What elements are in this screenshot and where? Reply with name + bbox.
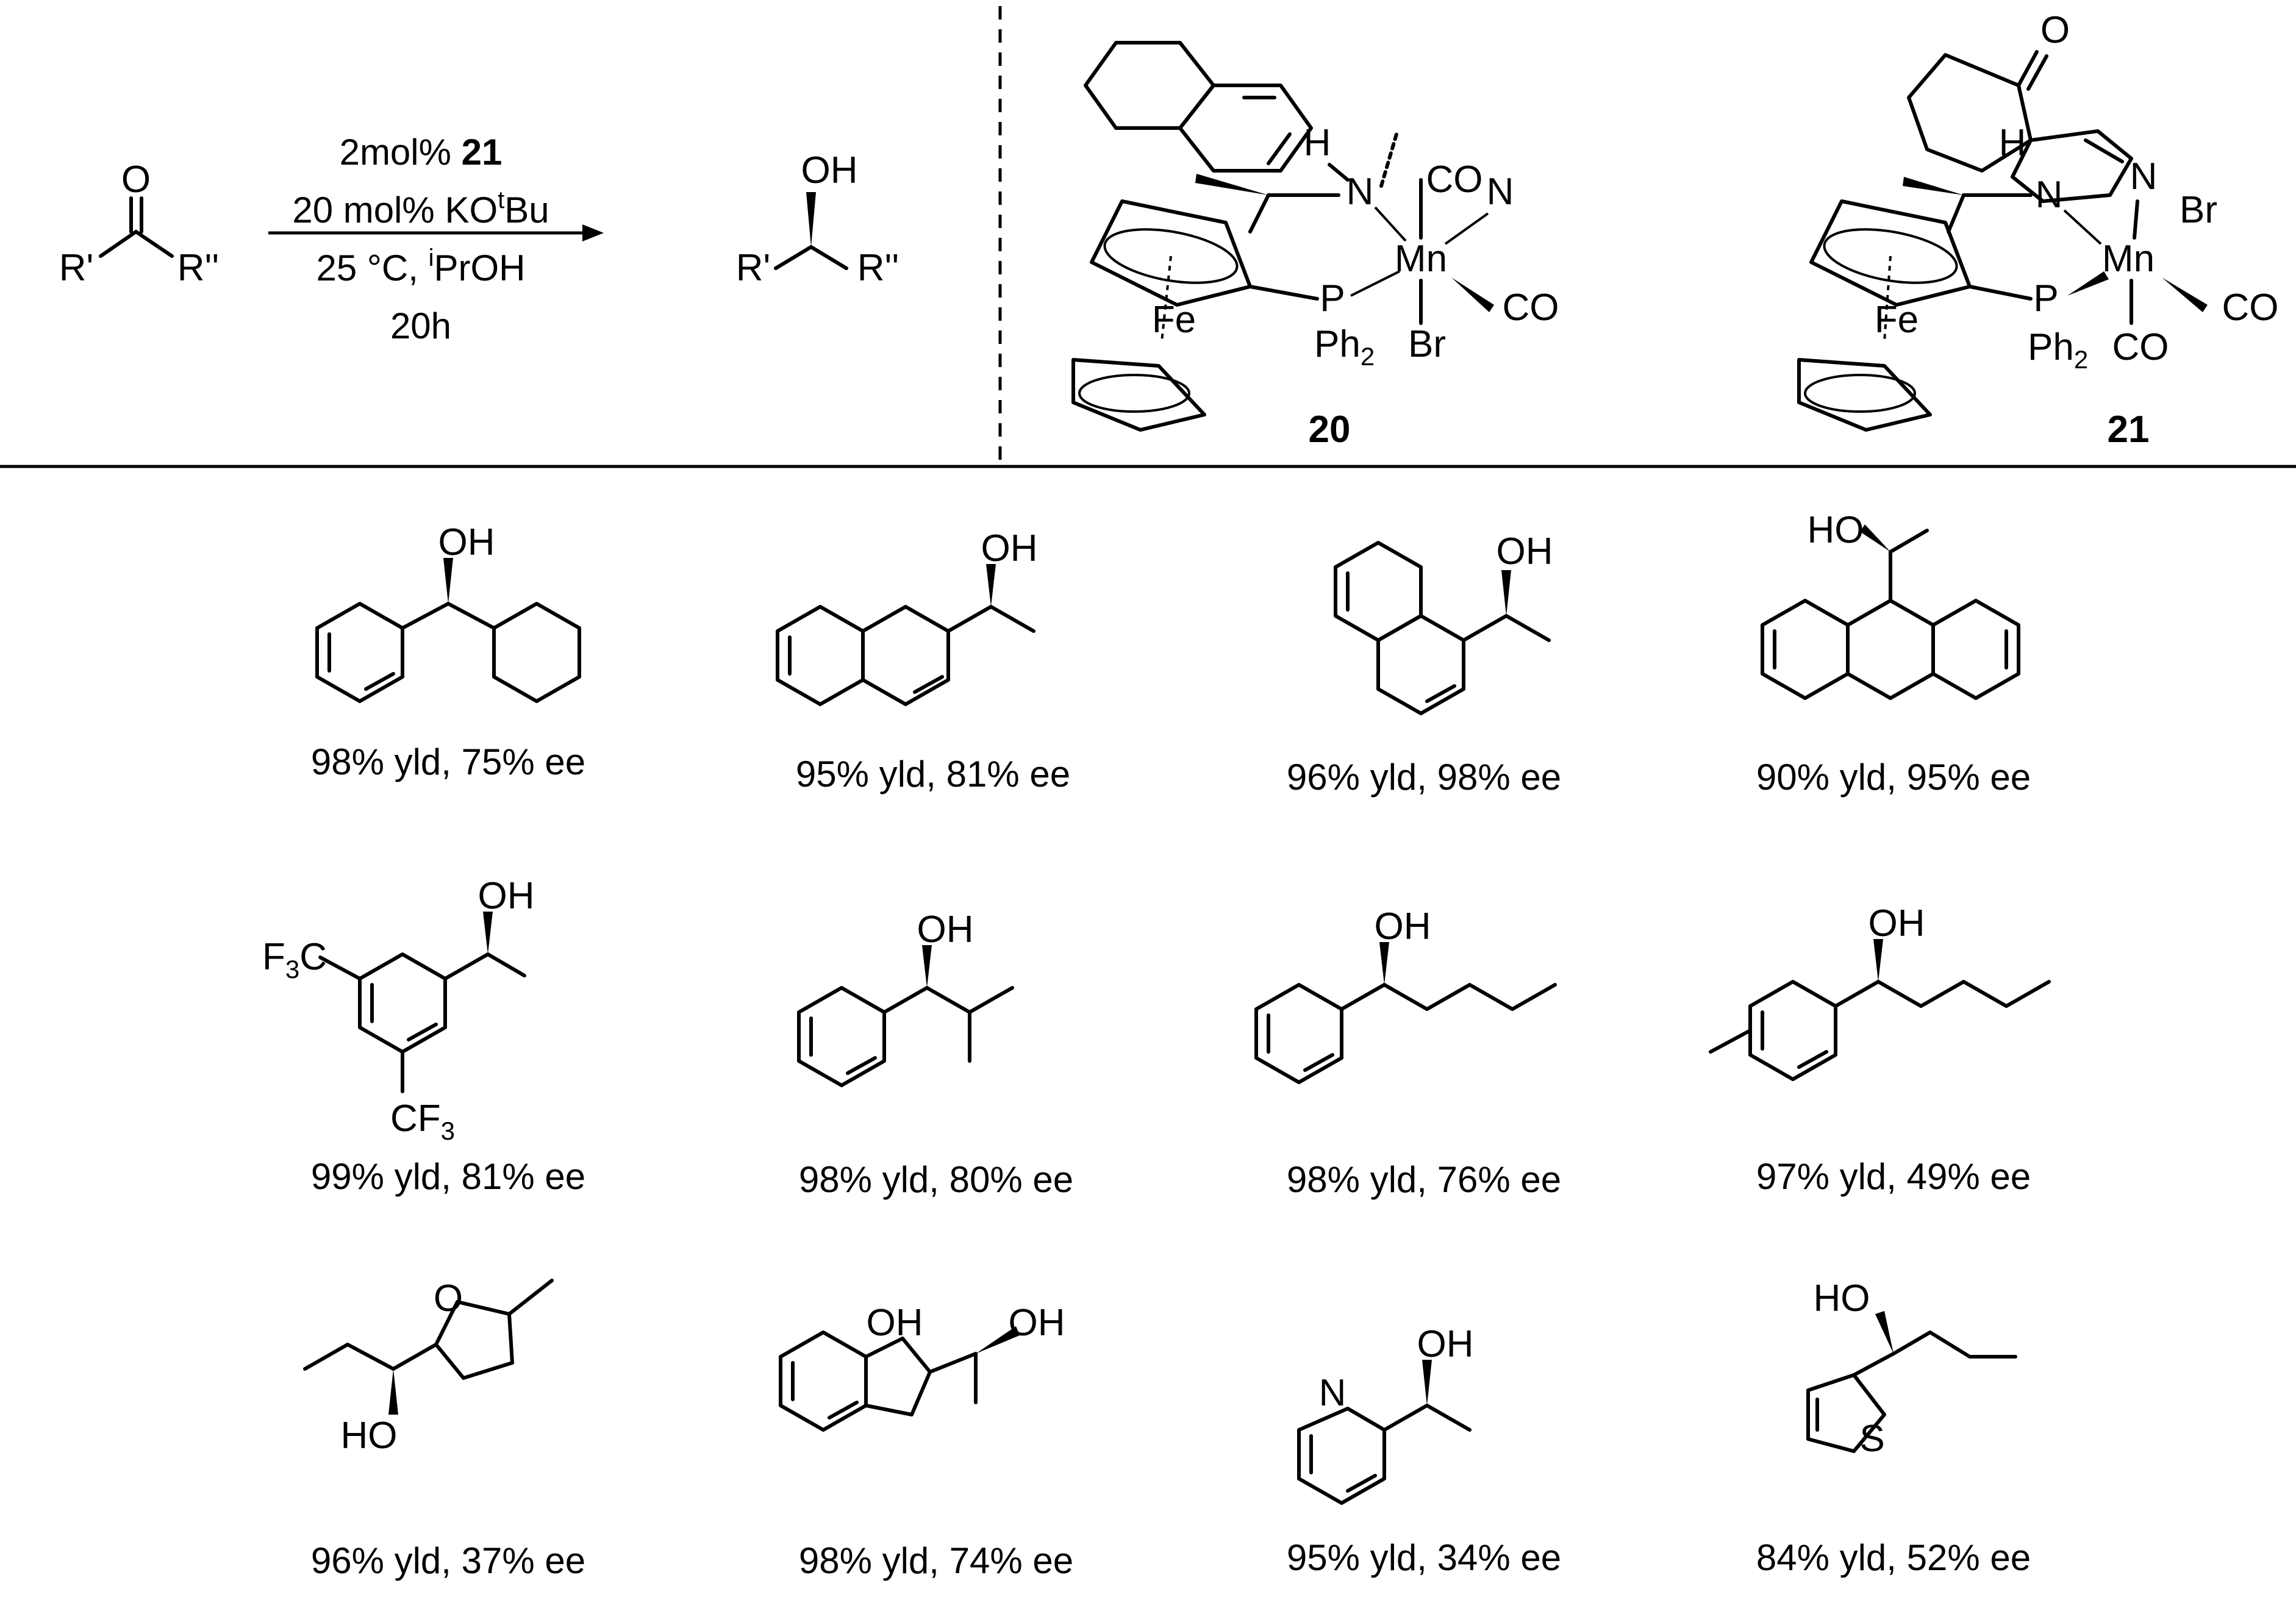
product-5-cf3-top: F3C — [262, 936, 327, 984]
cat20-diphenyl: Ph2 — [1314, 323, 1375, 371]
cat20-h: H — [1304, 122, 1331, 164]
product-r2: R'' — [857, 247, 899, 289]
product-5-hydroxyl: OH — [478, 875, 535, 917]
product-6-result: 98% yld, 80% ee — [799, 1159, 1073, 1200]
cat21-co-bottom: CO — [2112, 326, 2169, 368]
cat21-bromide: Br — [2180, 189, 2217, 231]
product-alcohol: OH R' R'' — [736, 149, 899, 289]
product-10: OH OH 98% yld, 74% ee — [779, 1302, 1073, 1581]
product-8-hydroxyl: OH — [1869, 902, 1925, 945]
product-3-hydroxyl: OH — [1497, 530, 1553, 573]
cat21-ketone-o: O — [2040, 9, 2070, 51]
substrate-oxygen: O — [121, 159, 151, 201]
cat21-phosphorus: P — [2033, 277, 2058, 320]
condition-temperature-solvent: 25 °C, iPrOH — [317, 245, 526, 288]
cat21-manganese: Mn — [2102, 238, 2155, 280]
product-5-result: 99% yld, 81% ee — [311, 1156, 585, 1197]
product-2-hydroxyl: OH — [981, 527, 1038, 570]
product-4-result: 90% yld, 95% ee — [1756, 757, 2031, 798]
cat20-amine-n: N — [1346, 171, 1374, 213]
cat21-h: H — [1999, 122, 2026, 164]
catalyst-21: O H N N Br Mn CO CO Fe P Ph2 21 — [1797, 9, 2279, 451]
cat20-iron: Fe — [1152, 299, 1196, 341]
cat20-phosphorus: P — [1320, 277, 1345, 320]
product-5-cf3-bottom: CF3 — [390, 1098, 455, 1145]
reaction-conditions: 2mol% 21 20 mol% KOtBu 25 °C, iPrOH 20h — [268, 132, 604, 346]
product-11-hydroxyl: OH — [1417, 1323, 1474, 1365]
product-12-thiophene-s: S — [1859, 1418, 1884, 1460]
product-12-hydroxyl: HO — [1814, 1277, 1870, 1320]
substrate-r1: R' — [59, 247, 94, 289]
product-4: HO 90% yld, 95% ee — [1756, 509, 2031, 798]
product-8: OH 97% yld, 49% ee — [1709, 902, 2051, 1197]
cat21-label: 21 — [2108, 409, 2150, 451]
product-9-furan-o: O — [434, 1277, 463, 1320]
arrow-head — [582, 224, 604, 241]
substrate-ketone: O R' R'' — [59, 159, 220, 289]
product-5: F3C CF3 OH 99% yld, 81% ee — [262, 875, 585, 1197]
product-4-hydroxyl: HO — [1808, 509, 1864, 551]
cat20-bromide: Br — [1408, 323, 1446, 365]
product-7-hydroxyl: OH — [1375, 905, 1431, 948]
product-6: OH 98% yld, 80% ee — [797, 909, 1073, 1200]
product-10-furan-o: OH — [867, 1302, 923, 1344]
catalyst-20: H N N Mn CO CO Br Fe P Ph2 20 — [1071, 41, 1559, 451]
product-1-result: 98% yld, 75% ee — [311, 741, 585, 782]
cat20-manganese: Mn — [1395, 238, 1447, 280]
cat20-label: 20 — [1309, 409, 1351, 451]
product-9-result: 96% yld, 37% ee — [311, 1540, 585, 1581]
product-10-result: 98% yld, 74% ee — [799, 1540, 1073, 1581]
product-6-hydroxyl: OH — [917, 909, 974, 951]
product-10-hydroxyl: OH — [1009, 1302, 1065, 1344]
product-2: OH 95% yld, 81% ee — [776, 527, 1070, 795]
product-11-pyridine-n: N — [1319, 1372, 1346, 1414]
cat21-amine-n: N — [2036, 174, 2063, 216]
product-3-result: 96% yld, 98% ee — [1287, 757, 1561, 798]
product-8-result: 97% yld, 49% ee — [1756, 1156, 2031, 1197]
condition-base: 20 mol% KOtBu — [292, 187, 549, 230]
product-1: OH 98% yld, 75% ee — [311, 521, 585, 782]
cat21-pyridine-n: N — [2130, 155, 2158, 198]
product-7: OH 98% yld, 76% ee — [1254, 905, 1561, 1200]
cat20-co-right: CO — [1503, 287, 1559, 329]
product-2-result: 95% yld, 81% ee — [796, 754, 1070, 795]
product-9: HO O 96% yld, 37% ee — [303, 1277, 585, 1581]
product-9-hydroxyl: HO — [341, 1415, 398, 1457]
cat20-pyridine-n: N — [1487, 171, 1514, 213]
cat21-iron: Fe — [1875, 299, 1919, 341]
product-r1: R' — [736, 247, 771, 289]
product-11: N OH 95% yld, 34% ee — [1287, 1323, 1561, 1578]
cat21-co-right: CO — [2222, 287, 2279, 329]
product-hydroxyl: OH — [801, 149, 858, 191]
product-12: HO S 84% yld, 52% ee — [1756, 1277, 2031, 1578]
cat21-diphenyl: Ph2 — [2028, 326, 2088, 374]
product-11-result: 95% yld, 34% ee — [1287, 1537, 1561, 1578]
product-12-result: 84% yld, 52% ee — [1756, 1537, 2031, 1578]
product-7-result: 98% yld, 76% ee — [1287, 1159, 1561, 1200]
cat20-co-top: CO — [1426, 159, 1483, 201]
product-3: OH 96% yld, 98% ee — [1287, 530, 1561, 798]
condition-catalyst-loading: 2mol% 21 — [340, 132, 502, 173]
substrate-r2: R'' — [177, 247, 219, 289]
condition-time: 20h — [390, 305, 451, 346]
product-1-hydroxyl: OH — [438, 521, 495, 563]
